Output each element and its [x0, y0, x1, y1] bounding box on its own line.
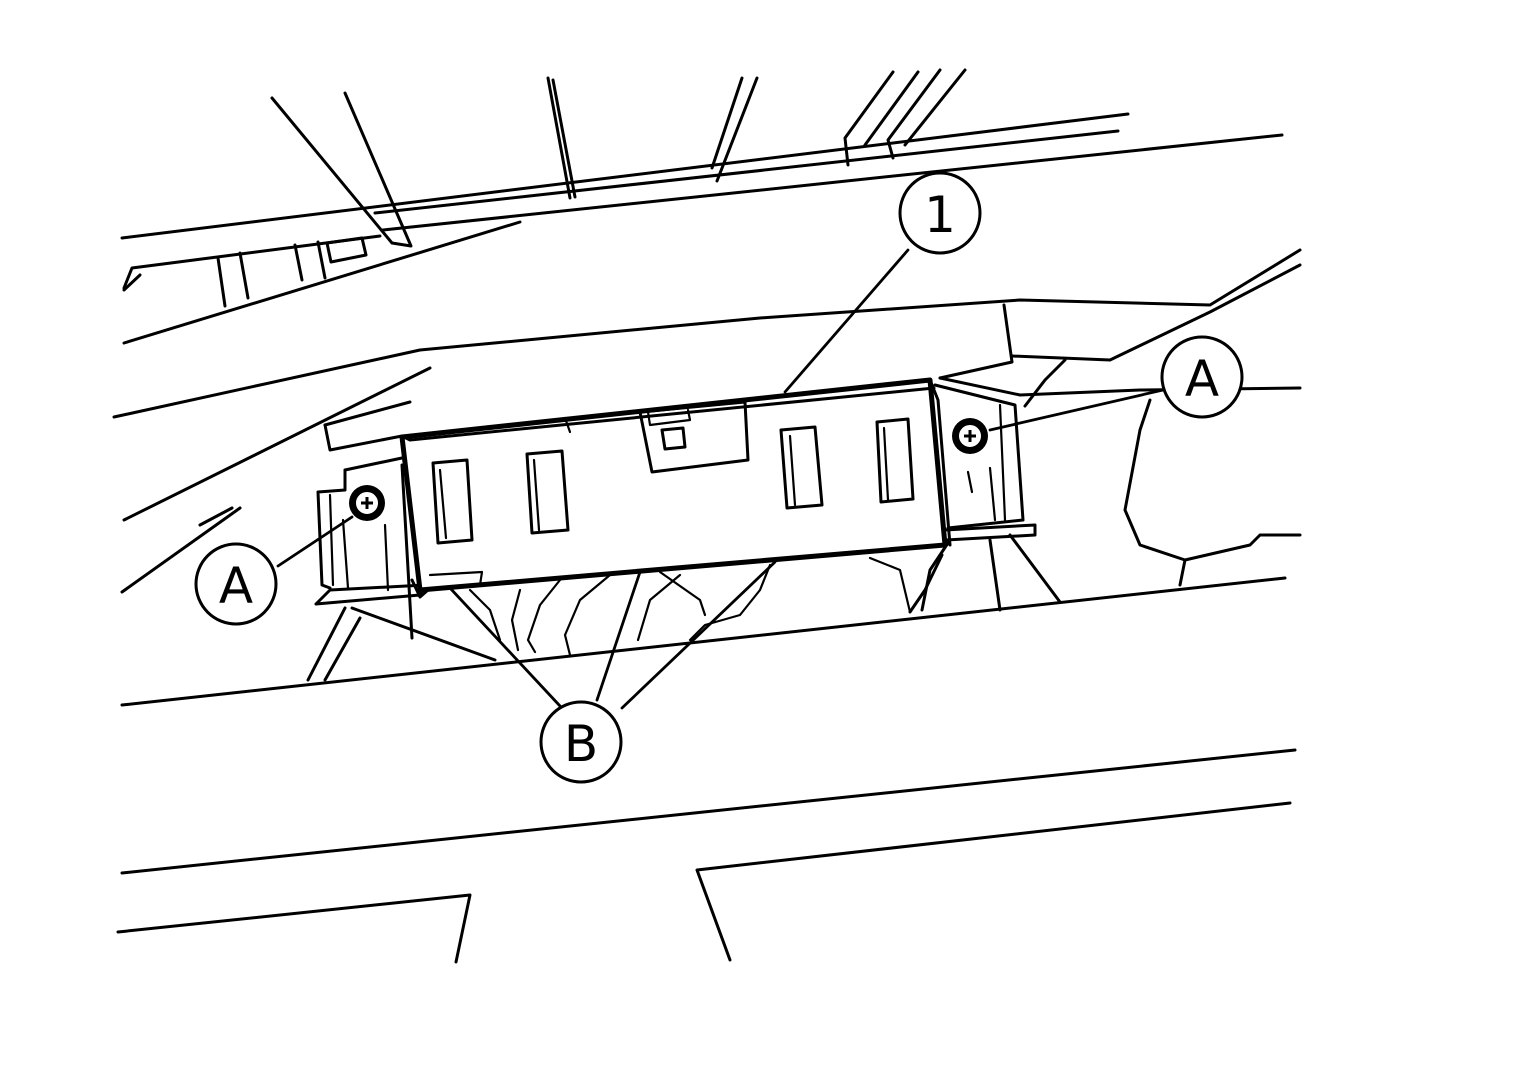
callout-a-left: A [194, 542, 278, 626]
callout-1-label: 1 [924, 186, 956, 244]
callout-a-right-label: A [1185, 350, 1219, 408]
callout-a-right: A [1160, 335, 1244, 419]
callout-b-label: B [564, 715, 598, 773]
callout-b: B [539, 700, 623, 784]
leader-lines [276, 248, 1165, 710]
control-unit [399, 377, 952, 599]
connector-slot [779, 425, 824, 510]
top-tab [638, 400, 750, 474]
callout-a-left-label: A [219, 557, 253, 615]
screw-right [952, 418, 988, 454]
connector-slot [431, 458, 474, 545]
wire-harness [468, 556, 912, 657]
connector-slot [875, 417, 915, 504]
callout-1: 1 [898, 171, 982, 255]
screw-left [349, 485, 385, 521]
right-bracket [908, 383, 1302, 614]
upper-structure [112, 68, 1302, 594]
lower-structure [116, 576, 1297, 964]
connector-slot [525, 449, 570, 535]
